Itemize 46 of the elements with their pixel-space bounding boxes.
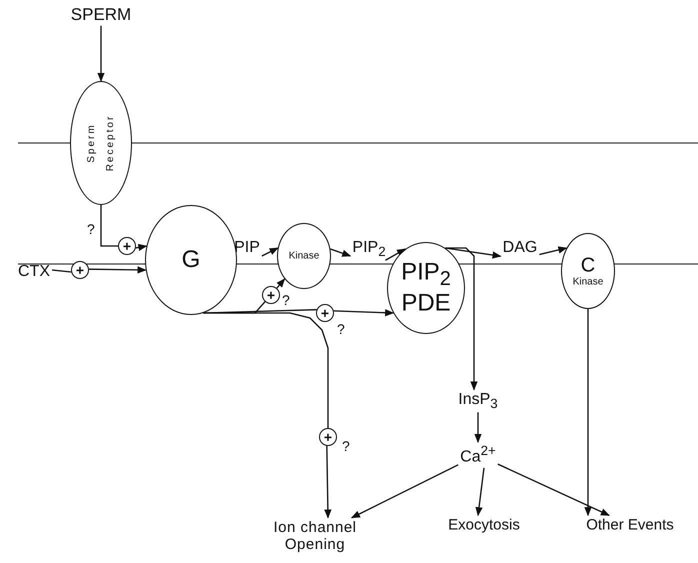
- arrow: [334, 309, 394, 316]
- enzyme-name: Kinase: [288, 250, 320, 262]
- plus-sign-circle: +: [118, 237, 136, 255]
- arrow: [539, 246, 568, 256]
- enzyme-name: Kinase: [572, 276, 604, 288]
- connector-line: [100, 205, 118, 247]
- enzyme-name: PIP$_{2}$ PDE: [400, 259, 452, 317]
- arrow: [584, 309, 592, 516]
- molecule-label: InsP$_{3}$: [458, 390, 498, 412]
- question-mark: ?: [337, 322, 345, 336]
- ion-label: Ca$^{2+}$: [460, 443, 496, 467]
- arrow: [445, 247, 478, 391]
- question-mark: ?: [282, 293, 290, 307]
- arrow: [385, 248, 406, 261]
- plus-sign-circle: +: [319, 428, 337, 446]
- connector-line: [203, 312, 329, 428]
- stimulus-label: SPERM: [70, 5, 132, 25]
- plus-sign-circle: +: [71, 261, 89, 279]
- arrow: [350, 464, 458, 518]
- arrow: [97, 26, 105, 82]
- protein-name: Sperm Receptor: [85, 114, 117, 174]
- arrow: [498, 464, 610, 516]
- outcome-label: Exocytosis: [448, 516, 520, 534]
- connector-line: [52, 269, 72, 273]
- arrow: [262, 247, 279, 257]
- outcome-label: Other Events: [586, 516, 674, 534]
- outcome-label: Ion channel Opening: [260, 518, 370, 554]
- arrow: [474, 412, 482, 444]
- arrow: [330, 248, 352, 257]
- enzyme-ellipse: [277, 223, 331, 289]
- molecule-label: PIP: [234, 238, 260, 258]
- toxin-label: CTX: [18, 262, 50, 282]
- question-mark: ?: [87, 222, 95, 236]
- plus-sign-circle: +: [316, 304, 334, 322]
- question-mark: ?: [342, 439, 350, 453]
- arrow: [475, 468, 485, 516]
- arrow: [445, 247, 502, 259]
- enzyme-name: C: [580, 254, 596, 276]
- arrow: [88, 266, 147, 274]
- protein-name: G: [182, 246, 200, 274]
- molecule-label: DAG: [502, 238, 538, 258]
- arrow: [136, 244, 148, 252]
- arrow: [324, 446, 332, 519]
- molecule-label: PIP$_{2}$: [352, 238, 386, 260]
- arrow: [276, 278, 286, 289]
- plus-sign-circle: +: [262, 286, 280, 304]
